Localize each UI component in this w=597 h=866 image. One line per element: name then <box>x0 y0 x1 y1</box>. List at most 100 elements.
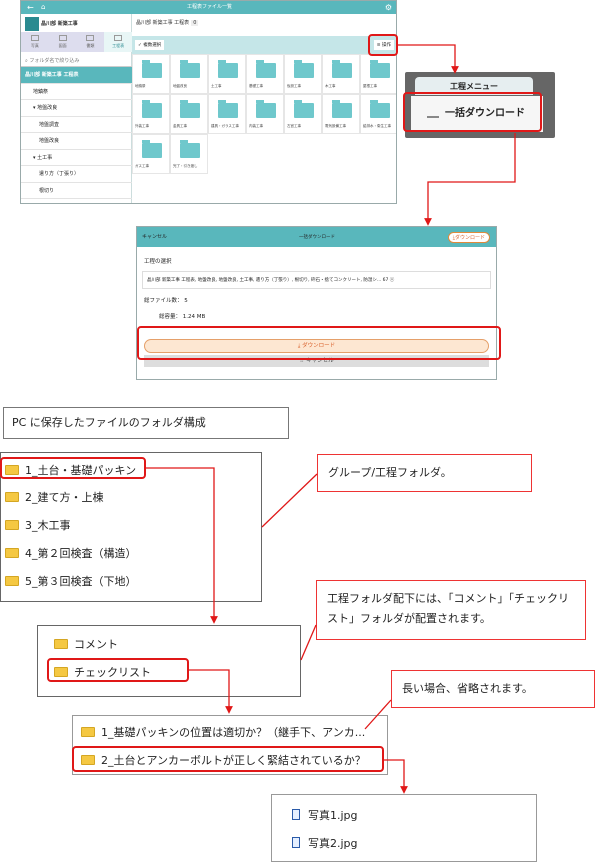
folder-tile[interactable]: 土工事 <box>208 54 246 94</box>
folder-item[interactable]: 1_土台・基礎パッキン <box>5 462 136 478</box>
selection-field[interactable]: 晶川部 新築工事 工程表, 地盤改良, 地盤改良, 土工事, 遣り方（丁張り）,… <box>142 271 491 289</box>
tab-schedule[interactable]: 工程表 <box>104 32 132 52</box>
folder-label: 給排水・衛生工事 <box>363 124 391 128</box>
download-button[interactable]: ⤓ ダウンロード <box>144 339 489 353</box>
folder-label: 金具工事 <box>173 124 187 128</box>
folder-tile[interactable]: 外装工事 <box>132 94 170 134</box>
folder-item[interactable]: 1_基礎パッキンの位置は適切か？（継手下、アンカ... <box>81 724 365 740</box>
gear-icon[interactable]: ⚙ <box>384 3 392 12</box>
sidebar-item[interactable]: 地鎮祭 <box>21 84 132 100</box>
folder-item[interactable]: コメント <box>54 636 118 652</box>
folder-icon <box>5 492 19 502</box>
file-item[interactable]: 写真2.jpg <box>292 835 358 851</box>
highlight-box <box>403 92 542 132</box>
folder-item[interactable]: 3_木工事 <box>5 517 71 533</box>
folder-label: 地盤改良 <box>173 84 187 88</box>
file-count: 総ファイル数： 5 <box>144 298 188 304</box>
tab-documents[interactable]: 書類 <box>77 32 105 52</box>
folder-item[interactable]: 4_第２回検査（構造） <box>5 545 137 561</box>
folder-icon <box>294 100 314 118</box>
folder-icon <box>142 60 162 78</box>
folder-icon <box>332 100 352 118</box>
folder-icon <box>256 100 276 118</box>
bulk-download-menu-item[interactable]: 一括ダウンロード <box>411 96 543 132</box>
note-group: グループ/工程フォルダ。 <box>317 454 532 492</box>
section-label: 工程の選択 <box>144 259 172 265</box>
folder-tile[interactable]: 木工事 <box>322 54 360 94</box>
folder-icon <box>256 60 276 78</box>
folder-grid: 地鎮祭地盤改良 土工事 基礎工事仮設工事木工事 屋根工事外装工事 金具工事 建具・ガラス工… <box>132 54 396 174</box>
folder-icon <box>180 100 200 118</box>
folder-item[interactable]: 5_第３回検査（下地） <box>5 573 137 589</box>
folder-icon <box>142 140 162 158</box>
highlight-box <box>0 457 146 479</box>
checklist-panel: 1_基礎パッキンの位置は適切か？（継手下、アンカ... 2_土台とアンカーボルト… <box>72 715 388 775</box>
header-download-button[interactable]: ⤓ダウンロード <box>447 232 490 243</box>
toolbar: ✓ 複数選択 ≡ 操作 <box>132 36 396 54</box>
folder-label: 外装工事 <box>135 124 149 128</box>
sidebar-item-schedule-root[interactable]: 晶川部 新築工事 工程表 <box>21 67 132 84</box>
folder-tile[interactable]: 建具・ガラス工事 <box>208 94 246 134</box>
folder-label: 土工事 <box>211 84 222 88</box>
folder-label: 左官工事 <box>287 124 301 128</box>
folder-icon <box>370 60 390 78</box>
folder-item[interactable]: チェックリスト <box>54 664 151 680</box>
tab-drawings[interactable]: 図面 <box>49 32 77 52</box>
folder-tile[interactable]: 電気設備工事 <box>322 94 360 134</box>
back-arrow-icon[interactable]: ← <box>27 3 34 12</box>
folder-tile[interactable]: 金具工事 <box>170 94 208 134</box>
folder-label: 完了・引き渡し <box>173 164 198 168</box>
menu-title: 工程メニュー <box>415 77 533 95</box>
image-file-icon <box>292 809 300 820</box>
sidebar-item[interactable]: ▾ 土工事 <box>21 150 132 166</box>
subfolder-panel: コメント チェックリスト <box>37 625 301 697</box>
sidebar-item[interactable]: 地盤調査 <box>21 117 132 133</box>
folder-icon <box>142 100 162 118</box>
search-input[interactable]: ⌕ フォルダ名で絞り込み <box>21 53 132 67</box>
caption: PC に保存したファイルのフォルダ構成 <box>3 407 289 439</box>
folder-icon <box>5 465 19 475</box>
sidebar-item[interactable]: ▾ 地盤改良 <box>21 100 132 117</box>
multi-select-button[interactable]: ✓ 複数選択 <box>135 40 165 50</box>
sidebar-item[interactable]: 遣り方（丁張り） <box>21 166 132 183</box>
project-name: 晶川部 新築工事 <box>41 21 78 27</box>
folder-icon <box>218 100 238 118</box>
download-dialog: キャンセル 一括ダウンロード ⤓ダウンロード 工程の選択 晶川部 新築工事 工程… <box>136 226 497 380</box>
folder-icon <box>54 639 68 649</box>
folder-icon <box>81 755 95 765</box>
folder-tile[interactable]: 内装工事 <box>246 94 284 134</box>
image-file-icon <box>292 837 300 848</box>
folder-tile[interactable]: 給排水・衛生工事 <box>360 94 396 134</box>
home-icon[interactable]: ⌂ <box>41 3 46 11</box>
folder-label: 電気設備工事 <box>325 124 346 128</box>
folder-label: 屋根工事 <box>363 84 377 88</box>
files-panel: 写真1.jpg 写真2.jpg <box>271 794 537 862</box>
sidebar-item[interactable]: 地盤改良 <box>21 133 132 150</box>
folder-tile[interactable]: ガス工事 <box>132 134 170 174</box>
tab-photos[interactable]: 写真 <box>21 32 49 52</box>
highlight-box <box>137 326 501 360</box>
sidebar-item[interactable]: 根切り <box>21 183 132 199</box>
folder-tile[interactable]: 左官工事 <box>284 94 322 134</box>
folder-tile[interactable]: 仮設工事 <box>284 54 322 94</box>
folder-tile[interactable]: 基礎工事 <box>246 54 284 94</box>
sidebar-tabs: 写真 図面 書類 工程表 <box>21 32 132 52</box>
folder-tile[interactable]: 地鎮祭 <box>132 54 170 94</box>
folder-icon <box>5 520 19 530</box>
sidebar-nav: 晶川部 新築工事 工程表 地鎮祭 ▾ 地盤改良 地盤調査 地盤改良 ▾ 土工事 … <box>21 67 132 199</box>
folder-item[interactable]: 2_土台とアンカーボルトが正しく緊結されているか？ <box>81 752 366 768</box>
folder-tile[interactable]: 完了・引き渡し <box>170 134 208 174</box>
operations-button[interactable]: ≡ 操作 <box>373 40 394 50</box>
folder-item[interactable]: 2_建て方・上棟 <box>5 489 104 505</box>
dialog-header: キャンセル 一括ダウンロード ⤓ダウンロード <box>137 227 496 247</box>
folder-label: 木工事 <box>325 84 336 88</box>
file-item[interactable]: 写真1.jpg <box>292 807 358 823</box>
dialog-cancel-link[interactable]: キャンセル <box>142 234 168 240</box>
sidebar: 晶川部 新築工事 写真 図面 書類 工程表 ⌕ フォルダ名で絞り込み 晶川部 新… <box>21 14 132 203</box>
download-icon <box>427 108 439 118</box>
folder-tile[interactable]: 地盤改良 <box>170 54 208 94</box>
folder-icon <box>54 667 68 677</box>
app-title: 工程表ファイル一覧 <box>186 4 232 10</box>
